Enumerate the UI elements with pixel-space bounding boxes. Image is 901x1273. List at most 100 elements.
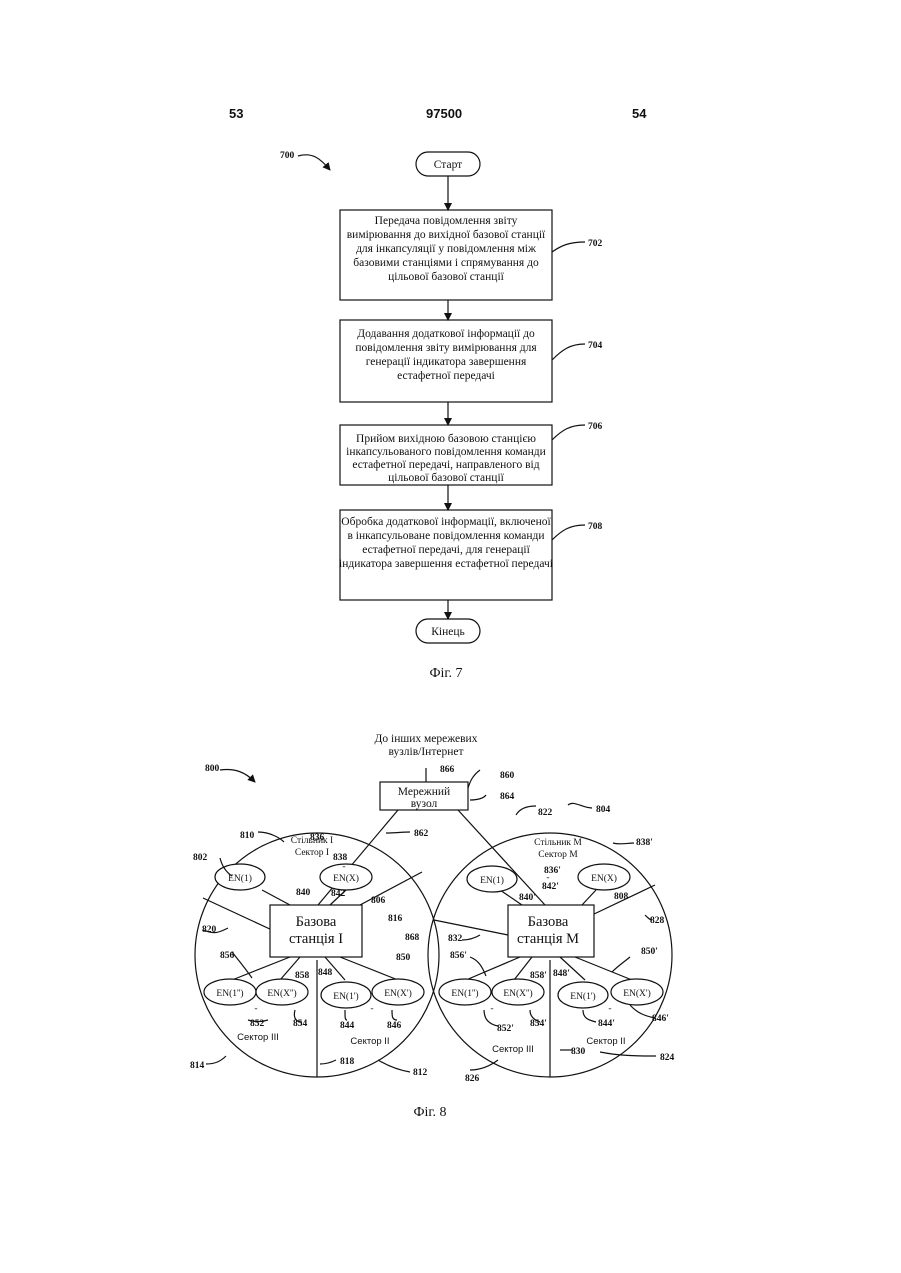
ref-800-arrow	[220, 770, 255, 783]
ref: 856	[220, 951, 235, 961]
ref: 810	[240, 831, 255, 841]
en-label: EN(X'')	[503, 988, 532, 999]
end-label: Кінець	[431, 626, 465, 638]
sector-2-label: Сектор II	[586, 1036, 625, 1047]
top-text-line: До інших мережевих	[375, 733, 478, 745]
step-708-line: естафетної передачі, для генерації	[362, 544, 530, 556]
ellipsis-dash: -	[608, 1004, 611, 1014]
ref: 856'	[450, 951, 467, 961]
ref: 864	[500, 792, 515, 802]
ref: 832	[448, 934, 463, 944]
step-706-line: естафетної передачі, направленого від	[352, 459, 539, 471]
ref: 846	[387, 1021, 402, 1031]
ref: 838'	[636, 838, 653, 848]
base-station-1-label: станція I	[289, 931, 343, 947]
ref-700: 700	[280, 151, 295, 161]
ref: 852	[250, 1019, 265, 1029]
base-station-m-label: станція M	[517, 931, 579, 947]
ref: 828	[650, 916, 665, 926]
ref: 858	[295, 971, 310, 981]
en-label: EN(X')	[623, 988, 651, 999]
ellipsis-dash: -	[254, 1004, 257, 1014]
top-text-line: вузлів/Інтернет	[388, 746, 463, 758]
ref: 812	[413, 1068, 428, 1078]
ref: 854	[293, 1019, 308, 1029]
base-station-m-label: Базова	[528, 914, 569, 930]
network-node-label: вузол	[411, 798, 438, 810]
figure-8-caption: Фіг. 8	[413, 1105, 446, 1120]
ref: 816	[388, 914, 403, 924]
en-label: EN(X)	[333, 873, 359, 884]
base-station-1-label: Базова	[296, 914, 337, 930]
ref: 850'	[641, 947, 658, 957]
ref: 818	[340, 1057, 355, 1067]
step-702-line: вимірювання до вихідної базової станції	[347, 229, 546, 241]
step-706-line: цільової базової станції	[388, 472, 504, 484]
ref: 800	[205, 764, 220, 774]
ref: 842'	[542, 882, 559, 892]
en-label: EN(X)	[591, 873, 617, 884]
ref: 814	[190, 1061, 205, 1071]
en-label: EN(1)	[480, 875, 504, 886]
ref: 802	[193, 853, 208, 863]
ref-702: 702	[588, 239, 603, 249]
sector-2-label: Сектор II	[350, 1036, 389, 1047]
ref: 842	[331, 889, 346, 899]
ref: 848'	[553, 969, 570, 979]
ref-708: 708	[588, 522, 603, 532]
ref: 840	[296, 888, 311, 898]
ref: 822	[538, 808, 553, 818]
ellipsis-dash: -	[490, 1004, 493, 1014]
ref: 844'	[598, 1019, 615, 1029]
step-708-line: Обробка додаткової інформації, включеної	[341, 516, 551, 528]
start-label: Старт	[434, 159, 462, 171]
step-706-line: інкапсульованого повідомлення команди	[346, 446, 546, 458]
en-label: EN(1'')	[451, 988, 478, 999]
ref: 858'	[530, 971, 547, 981]
ref: 840'	[519, 893, 536, 903]
ref: 820	[202, 925, 217, 935]
ref: 808	[614, 892, 629, 902]
cell-2-title: Стільник M	[534, 838, 582, 848]
ref: 850	[396, 953, 411, 963]
ref: 806	[371, 896, 386, 906]
network-node-label: Мережний	[398, 786, 450, 798]
step-702-line: для інкапсуляції у повідомлення між	[356, 243, 536, 255]
ref-704: 704	[588, 341, 603, 351]
en-label: EN(1'')	[216, 988, 243, 999]
ref: 860	[500, 771, 515, 781]
step-702-line: базовими станціями і спрямування до	[353, 257, 539, 269]
sector-3-label: Сектор III	[492, 1044, 534, 1055]
ref: 826	[465, 1074, 480, 1084]
ref: 848	[318, 968, 333, 978]
ref: 830	[571, 1047, 586, 1057]
cell-1-title: Стільник I	[291, 836, 333, 846]
step-704-line: повідомлення звіту вимірювання для	[355, 342, 537, 354]
step-708-line: в інкапсульоване повідомлення команди	[347, 530, 544, 542]
figure-7-text: 700 Старт Кінець Передача повідомлення з…	[280, 151, 603, 681]
ref: 804	[596, 805, 611, 815]
step-706-line: Прийом вихідною базовою станцією	[356, 433, 536, 445]
ref: 868	[405, 933, 420, 943]
ref: 852'	[497, 1024, 514, 1034]
step-704-line: естафетної передачі	[397, 370, 495, 382]
ref: 824	[660, 1053, 675, 1063]
ref: 846'	[652, 1014, 669, 1024]
en-label: EN(1)	[228, 873, 252, 884]
en-label: EN(1')	[333, 991, 358, 1002]
ellipsis-dash: -	[370, 1004, 373, 1014]
en-label: EN(X')	[384, 988, 412, 999]
en-label: EN(1')	[570, 991, 595, 1002]
figure-7-caption: Фіг. 7	[429, 666, 462, 681]
cell-1-title: Сектор I	[295, 848, 329, 858]
ellipsis-dash: -	[546, 873, 549, 883]
cell-2-title: Сектор M	[538, 850, 578, 860]
step-702-line: цільової базової станції	[388, 271, 504, 283]
step-708-line: індикатора завершення естафетної передач…	[339, 558, 553, 570]
sector-3-label: Сектор III	[237, 1032, 279, 1043]
en-label: EN(X'')	[267, 988, 296, 999]
ref-706: 706	[588, 422, 603, 432]
ellipsis-dash: -	[342, 862, 345, 872]
step-702-line: Передача повідомлення звіту	[375, 215, 518, 227]
